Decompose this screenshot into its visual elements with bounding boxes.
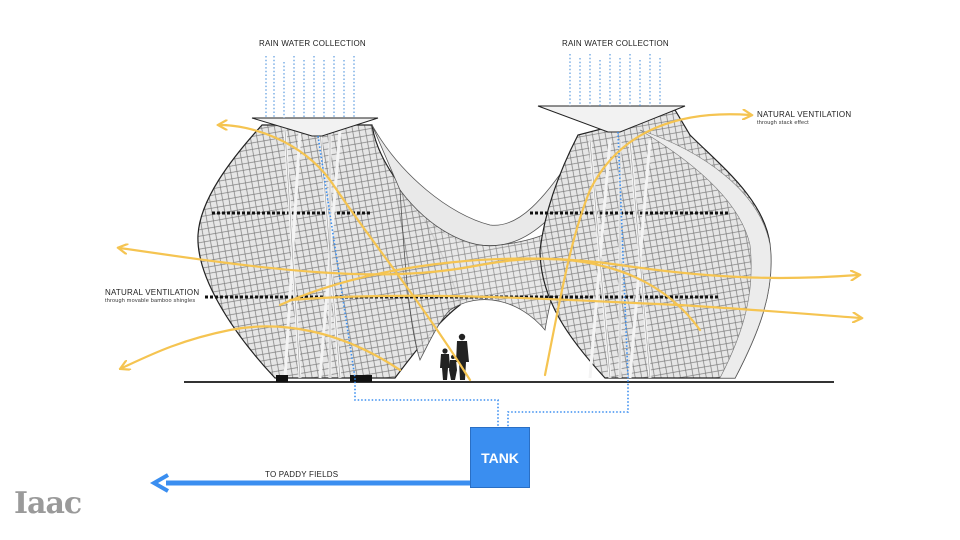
label-paddy: TO PADDY FIELDS — [265, 470, 338, 479]
tank-box: TANK — [470, 427, 530, 488]
iaac-logo: Iaac — [14, 486, 81, 521]
label-vent-right-title: NATURAL VENTILATION — [757, 110, 851, 119]
label-vent-right-sub: through stack effect — [757, 120, 809, 126]
label-rain-left: RAIN WATER COLLECTION — [259, 39, 366, 48]
label-vent-left-sub: through movable bamboo shingles — [105, 298, 195, 304]
rain-streams-right — [570, 54, 660, 106]
rain-streams-left — [266, 56, 354, 118]
building-structure — [198, 106, 771, 382]
tank-label: TANK — [481, 450, 519, 466]
label-vent-left-title: NATURAL VENTILATION — [105, 288, 199, 297]
label-rain-right: RAIN WATER COLLECTION — [562, 39, 669, 48]
